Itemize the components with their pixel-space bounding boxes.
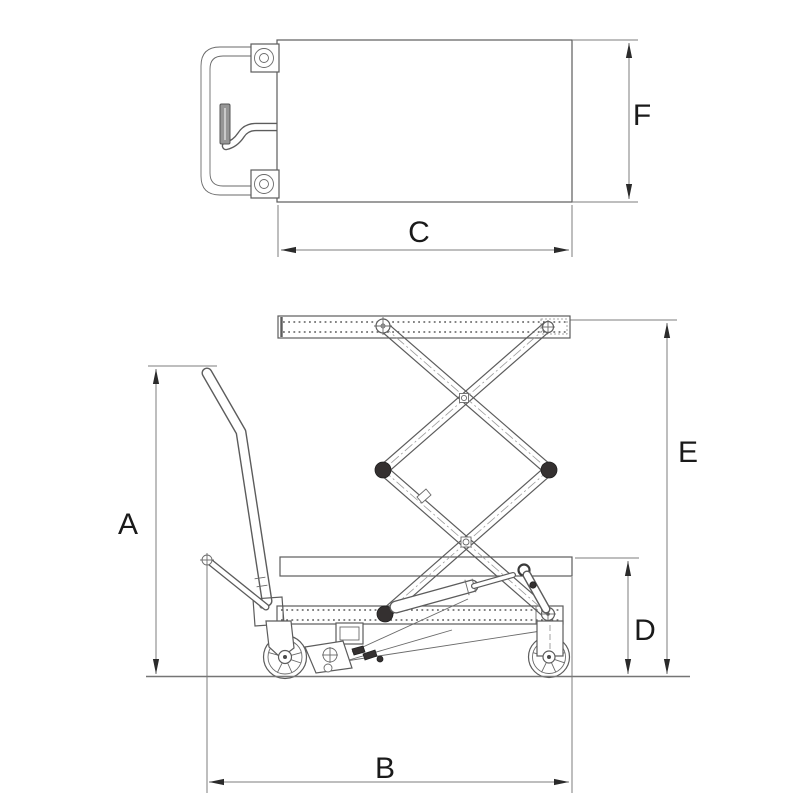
side-view: E (118, 315, 698, 793)
dimension-a: A (118, 365, 217, 674)
front-caster-wheel (262, 620, 308, 680)
upper-cross-pin (459, 393, 469, 403)
lever-pivot (200, 553, 214, 567)
dimension-c-label: C (408, 216, 430, 249)
handle-bracket-top (250, 43, 280, 73)
dimension-c: C (277, 205, 573, 257)
dimension-b: B (206, 566, 573, 793)
pump-handle (200, 367, 285, 627)
raised-platform (277, 315, 571, 339)
bottom-left-pivot (376, 605, 394, 623)
platform-top-rect (276, 39, 573, 203)
lowered-platform (279, 556, 573, 577)
handle-bracket-bottom (250, 169, 280, 199)
dimension-f-label: F (633, 99, 651, 132)
push-handle-top-view (200, 46, 262, 196)
dimension-b-label: B (375, 752, 395, 785)
top-view: F C (200, 39, 651, 257)
mid-left-joint (374, 461, 392, 479)
dimension-d-label: D (634, 614, 656, 647)
dimension-e-label: E (678, 436, 698, 469)
dimension-e: E (570, 319, 698, 674)
top-left-pivot (374, 317, 392, 335)
release-lever-top-view (219, 103, 283, 151)
lower-cross-pin (460, 536, 472, 548)
hydraulic-cylinder (389, 563, 551, 614)
pump-pedal-assembly (304, 622, 384, 674)
dimension-f: F (572, 39, 651, 203)
top-right-pivot (541, 320, 555, 334)
mid-right-joint (540, 461, 558, 479)
scissor-mechanism (374, 317, 558, 623)
dimension-d: D (575, 557, 656, 674)
arm-lug (416, 488, 432, 504)
rear-wheel (527, 620, 571, 679)
dimension-a-label: A (118, 508, 138, 541)
